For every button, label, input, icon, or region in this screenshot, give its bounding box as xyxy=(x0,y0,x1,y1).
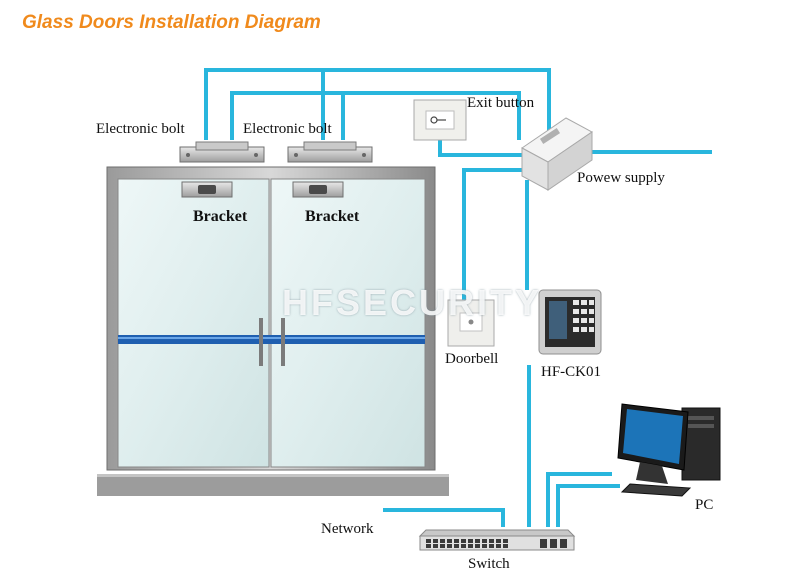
label-pc: PC xyxy=(695,497,714,513)
label-switch: Switch xyxy=(468,556,510,572)
label-bracket-left: Bracket xyxy=(193,208,248,225)
door-floor-base xyxy=(97,474,449,496)
wire-pc-a xyxy=(546,472,612,527)
electronic-bolt-left xyxy=(179,141,265,163)
bracket-left xyxy=(181,181,233,198)
pc-screen xyxy=(623,409,683,464)
page-title: Glass Doors Installation Diagram xyxy=(22,12,321,33)
wire-network xyxy=(383,508,505,527)
wire-top-inner xyxy=(230,91,521,140)
power-supply-device xyxy=(521,117,593,191)
wire-pc-b xyxy=(556,484,620,527)
wire-exit-button xyxy=(438,140,522,157)
label-keypad: HF-CK01 xyxy=(541,364,602,380)
wire-top-outer xyxy=(204,68,551,140)
electronic-bolt-right xyxy=(287,141,373,163)
switch-ports xyxy=(426,539,567,548)
door-panel-left xyxy=(117,178,270,468)
label-power-supply: Powew supply xyxy=(577,170,665,186)
label-electronic-bolt-left: Electronic bolt xyxy=(96,121,185,137)
label-bracket-right: Bracket xyxy=(305,208,360,225)
doorbell-device xyxy=(447,299,495,347)
door-push-bar xyxy=(118,335,425,344)
door-push-bar-highlight xyxy=(118,337,425,339)
label-network: Network xyxy=(321,521,374,537)
bracket-right xyxy=(292,181,344,198)
door-floor-base-top xyxy=(97,474,449,477)
label-doorbell: Doorbell xyxy=(445,351,499,367)
watermark: HFSECURITY xyxy=(282,282,543,323)
keypad-keys xyxy=(573,300,594,332)
wire-doorbell xyxy=(462,168,522,300)
door-handle-left xyxy=(259,318,263,366)
glass-door-assembly xyxy=(97,166,449,496)
door-panel-right xyxy=(270,178,426,468)
bell-icon xyxy=(468,319,474,325)
network-switch-device xyxy=(418,529,576,551)
pc-keyboard xyxy=(620,483,692,497)
label-electronic-bolt-right: Electronic bolt xyxy=(243,121,332,137)
keypad-device xyxy=(538,289,602,355)
label-exit-button: Exit button xyxy=(467,95,535,111)
wiring xyxy=(204,68,712,527)
door-handle-right xyxy=(281,318,285,366)
exit-button-device xyxy=(413,99,467,141)
pc-computer xyxy=(617,403,721,497)
